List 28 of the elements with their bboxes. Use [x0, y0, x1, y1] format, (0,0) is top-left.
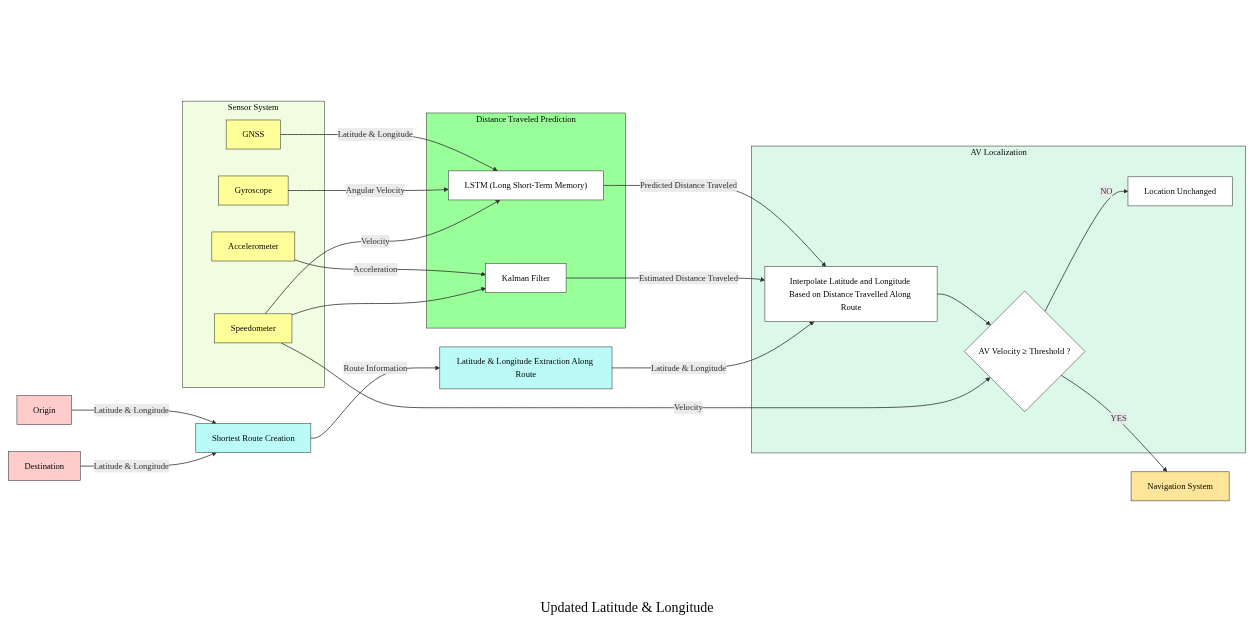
node-box: Destination [8, 451, 81, 481]
edge-label: YES [1110, 413, 1127, 423]
node-box: Speedometer [214, 313, 293, 344]
edge-label: Velocity [360, 236, 390, 246]
edge-label: Predicted Distance Traveled [639, 180, 738, 190]
edge-label: Latitude & Longitude [650, 363, 727, 373]
node-box: Origin [16, 395, 72, 425]
edge-label: Angular Velocity [345, 185, 405, 195]
edge-label: Latitude & Longitude [93, 461, 169, 471]
node-box: GNSS [225, 119, 281, 150]
node-box: Interpolate Latitude and Longitude Based on Distance Travelled Along Route [764, 266, 938, 322]
edge-label: Route Information [343, 363, 408, 373]
edge-label: Acceleration [353, 264, 398, 274]
edge-label: NO [1100, 186, 1113, 196]
edge-label: Latitude & Longitude [337, 129, 413, 139]
node-diamond: AV Velocity ≥ Threshold ? [964, 290, 1086, 413]
node-box: Location Unchanged [1127, 176, 1233, 207]
node-box: Shortest Route Creation [195, 423, 312, 453]
node-box: LSTM (Long Short-Term Memory) [448, 170, 604, 201]
node-box: Gyroscope [218, 175, 289, 206]
edge-label: Latitude & Longitude [93, 405, 169, 415]
node-box: Navigation System [1130, 471, 1230, 502]
edge-label: Velocity [674, 402, 703, 413]
note-label: Updated Latitude & Longitude [540, 600, 714, 616]
edge-label: Estimated Distance Traveled [638, 273, 738, 283]
node-box: Accelerometer [211, 231, 296, 262]
node-box: Kalman Filter [485, 263, 567, 293]
node-box: Latitude & Longitude Extraction Along Route [439, 346, 613, 390]
